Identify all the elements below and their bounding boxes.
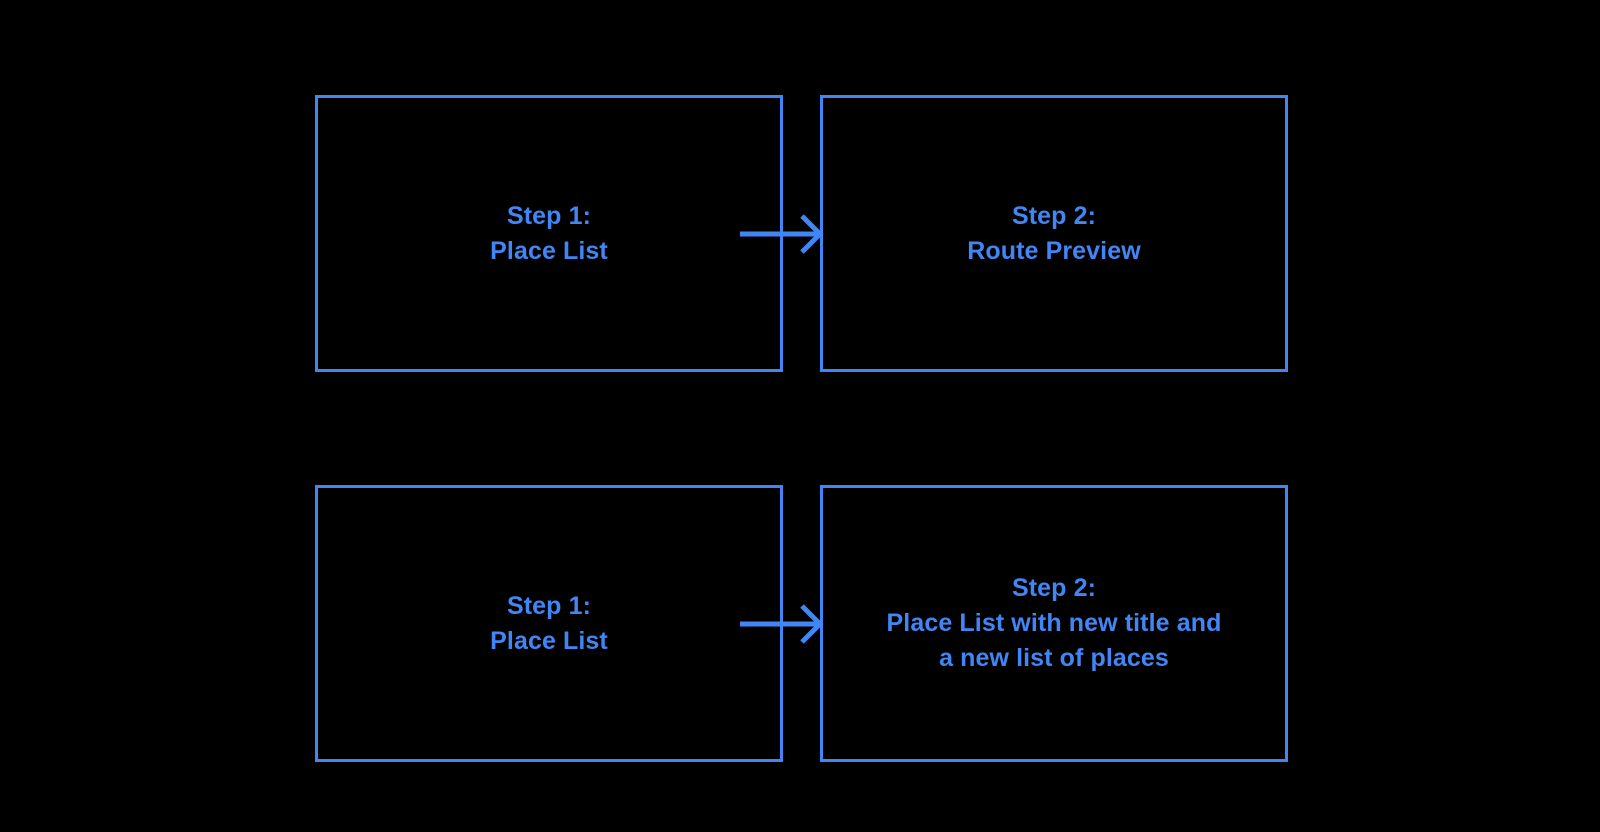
step-box-step1-place-list-bottom[interactable]: Step 1: Place List: [315, 485, 783, 762]
step-box-label: Step 1: Place List: [490, 591, 608, 655]
step-box-label: Step 2: Route Preview: [967, 201, 1141, 265]
step-box-label: Step 2: Place List with new title and a …: [886, 574, 1222, 672]
flow-row-route-preview: Step 1: Place List Step 2: Route Preview: [0, 95, 1600, 372]
step-box-step2-place-list-updated[interactable]: Step 2: Place List with new title and a …: [820, 485, 1288, 762]
step-box-label: Step 1: Place List: [490, 201, 608, 265]
step-box-step2-route-preview[interactable]: Step 2: Route Preview: [820, 95, 1288, 372]
flow-row-edit-list: Step 1: Place List Step 2: Place List wi…: [0, 485, 1600, 762]
step-box-step1-place-list-top[interactable]: Step 1: Place List: [315, 95, 783, 372]
